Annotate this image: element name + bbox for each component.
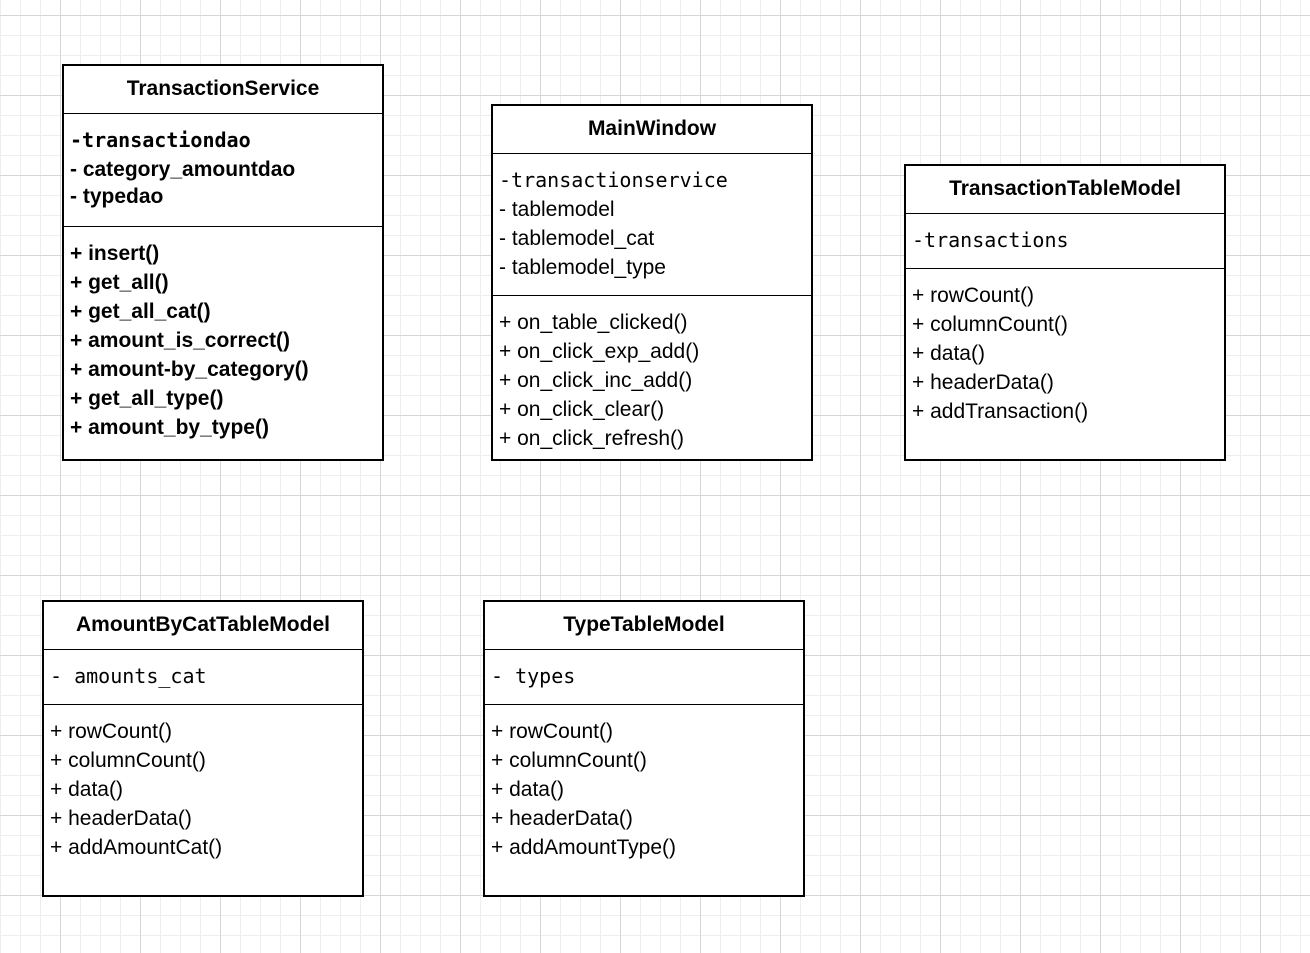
method: + data() xyxy=(491,778,564,801)
method: + columnCount() xyxy=(50,749,206,772)
class-amount-by-cat-table-model[interactable]: AmountByCatTableModel - amounts_cat + ro… xyxy=(42,600,364,897)
method: + addTransaction() xyxy=(912,400,1089,423)
class-main-window[interactable]: MainWindow -transactionservice - tablemo… xyxy=(491,104,813,461)
method: + on_click_exp_add() xyxy=(499,340,700,363)
attribute: - tablemodel_cat xyxy=(499,227,655,250)
attribute: - tablemodel xyxy=(499,198,615,221)
method: + rowCount() xyxy=(491,720,613,743)
attributes-section: -transactionservice - tablemodel - table… xyxy=(493,154,811,296)
class-transaction-service[interactable]: TransactionService -transactiondao - cat… xyxy=(62,64,384,461)
attribute: -transactiondao xyxy=(70,128,251,152)
attribute: - tablemodel_type xyxy=(499,256,666,279)
method: + insert() xyxy=(70,242,160,265)
method: + rowCount() xyxy=(50,720,172,743)
method: + get_all() xyxy=(70,271,169,294)
method: + addAmountType() xyxy=(491,836,677,859)
method: + amount_is_correct() xyxy=(70,329,290,352)
class-name: TransactionTableModel xyxy=(906,166,1224,214)
methods-section: + insert() + get_all() + get_all_cat() +… xyxy=(64,227,382,442)
attributes-section: -transactiondao - category_amountdao - t… xyxy=(64,114,382,227)
attribute: - types xyxy=(491,664,576,688)
class-name: TransactionService xyxy=(64,66,382,114)
attribute: - amounts_cat xyxy=(50,664,207,688)
method: + get_all_cat() xyxy=(70,300,211,323)
attributes-section: -transactions xyxy=(906,214,1224,269)
class-name: TypeTableModel xyxy=(485,602,803,650)
method: + rowCount() xyxy=(912,284,1034,307)
class-name: AmountByCatTableModel xyxy=(44,602,362,650)
method: + columnCount() xyxy=(912,313,1068,336)
method: + headerData() xyxy=(491,807,633,830)
attribute: -transactionservice xyxy=(499,168,728,192)
method: + on_click_refresh() xyxy=(499,427,684,450)
class-type-table-model[interactable]: TypeTableModel - types + rowCount() + co… xyxy=(483,600,805,897)
method: + data() xyxy=(912,342,985,365)
attributes-section: - types xyxy=(485,650,803,705)
method: + get_all_type() xyxy=(70,387,224,410)
method: + on_click_clear() xyxy=(499,398,665,421)
method: + columnCount() xyxy=(491,749,647,772)
method: + amount-by_category() xyxy=(70,358,309,381)
attribute: - category_amountdao xyxy=(70,158,296,181)
methods-section: + rowCount() + columnCount() + data() + … xyxy=(906,269,1224,426)
methods-section: + rowCount() + columnCount() + data() + … xyxy=(44,705,362,862)
class-name: MainWindow xyxy=(493,106,811,154)
class-transaction-table-model[interactable]: TransactionTableModel -transactions + ro… xyxy=(904,164,1226,461)
method: + amount_by_type() xyxy=(70,416,269,439)
attribute: -transactions xyxy=(912,228,1069,252)
methods-section: + on_table_clicked() + on_click_exp_add(… xyxy=(493,296,811,453)
methods-section: + rowCount() + columnCount() + data() + … xyxy=(485,705,803,862)
method: + addAmountCat() xyxy=(50,836,223,859)
attribute: - typedao xyxy=(70,185,164,208)
method: + on_click_inc_add() xyxy=(499,369,693,392)
method: + headerData() xyxy=(912,371,1054,394)
method: + headerData() xyxy=(50,807,192,830)
method: + on_table_clicked() xyxy=(499,311,688,334)
method: + data() xyxy=(50,778,123,801)
attributes-section: - amounts_cat xyxy=(44,650,362,705)
